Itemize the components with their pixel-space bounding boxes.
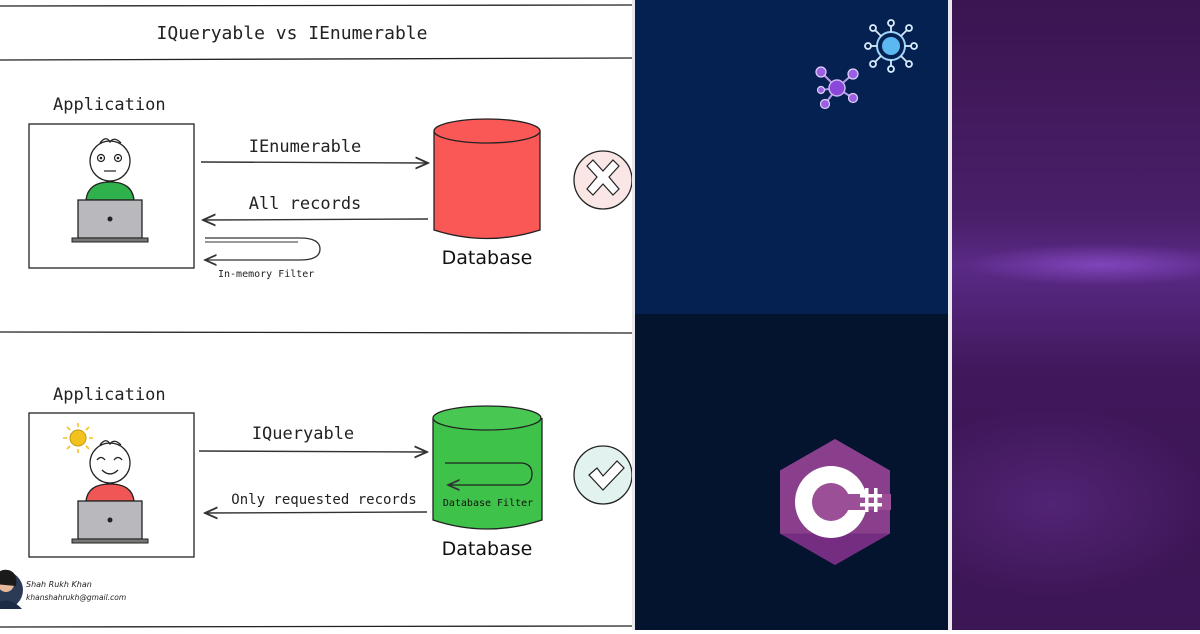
title-top-line (0, 4, 633, 7)
developer-icon (71, 138, 149, 243)
diagram-canvas: IQueryable vs IEnumerable Application (0, 4, 633, 628)
database-icon (432, 405, 543, 530)
check-mark-icon (573, 445, 633, 505)
filter-label: In-memory Filter (218, 269, 314, 280)
author-badge: Shah Rukh Khan khanshahrukh@gmail.com (0, 569, 126, 609)
author-email: khanshahrukh@gmail.com (26, 593, 126, 602)
bottom-line (0, 625, 633, 628)
db-label: Database (442, 538, 533, 560)
author-name: Shah Rukh Khan (26, 580, 92, 589)
request-arrow (200, 162, 428, 163)
application-box (28, 123, 195, 269)
developer-icon (71, 440, 149, 544)
response-arrow (203, 219, 429, 220)
diagram-panel: IQueryable vs IEnumerable Application (0, 4, 633, 628)
response-label: All records (249, 194, 362, 214)
network-node-icon (864, 19, 918, 73)
application-box (28, 412, 195, 558)
csharp-logo-icon (780, 439, 891, 565)
database-icon (433, 118, 541, 240)
database-filter-loop (445, 462, 533, 485)
db-label: Database (442, 247, 533, 269)
x-mark-icon (573, 150, 633, 210)
ienumerable-section: Application IEnumerable All records (28, 95, 633, 280)
app-label: Application (53, 385, 166, 405)
network-graph-icon (815, 66, 859, 110)
sun-icon (63, 423, 93, 453)
title-bottom-line (0, 57, 633, 61)
filter-label: Database Filter (443, 498, 533, 509)
request-label: IEnumerable (249, 137, 362, 157)
iqueryable-section: Application IQueryable (28, 385, 633, 560)
panel-divider (632, 0, 635, 630)
response-label: Only requested records (231, 492, 416, 508)
app-label: Application (53, 95, 166, 115)
network-tile (635, 0, 948, 314)
response-arrow (205, 512, 428, 513)
panel-divider (948, 0, 952, 630)
request-label: IQueryable (252, 424, 354, 444)
in-memory-filter-loop (205, 237, 321, 260)
section-divider (0, 331, 633, 334)
abstract-wave-background (952, 0, 1200, 630)
request-arrow (198, 451, 427, 452)
csharp-tile (635, 314, 948, 630)
diagram-title: IQueryable vs IEnumerable (157, 23, 428, 44)
